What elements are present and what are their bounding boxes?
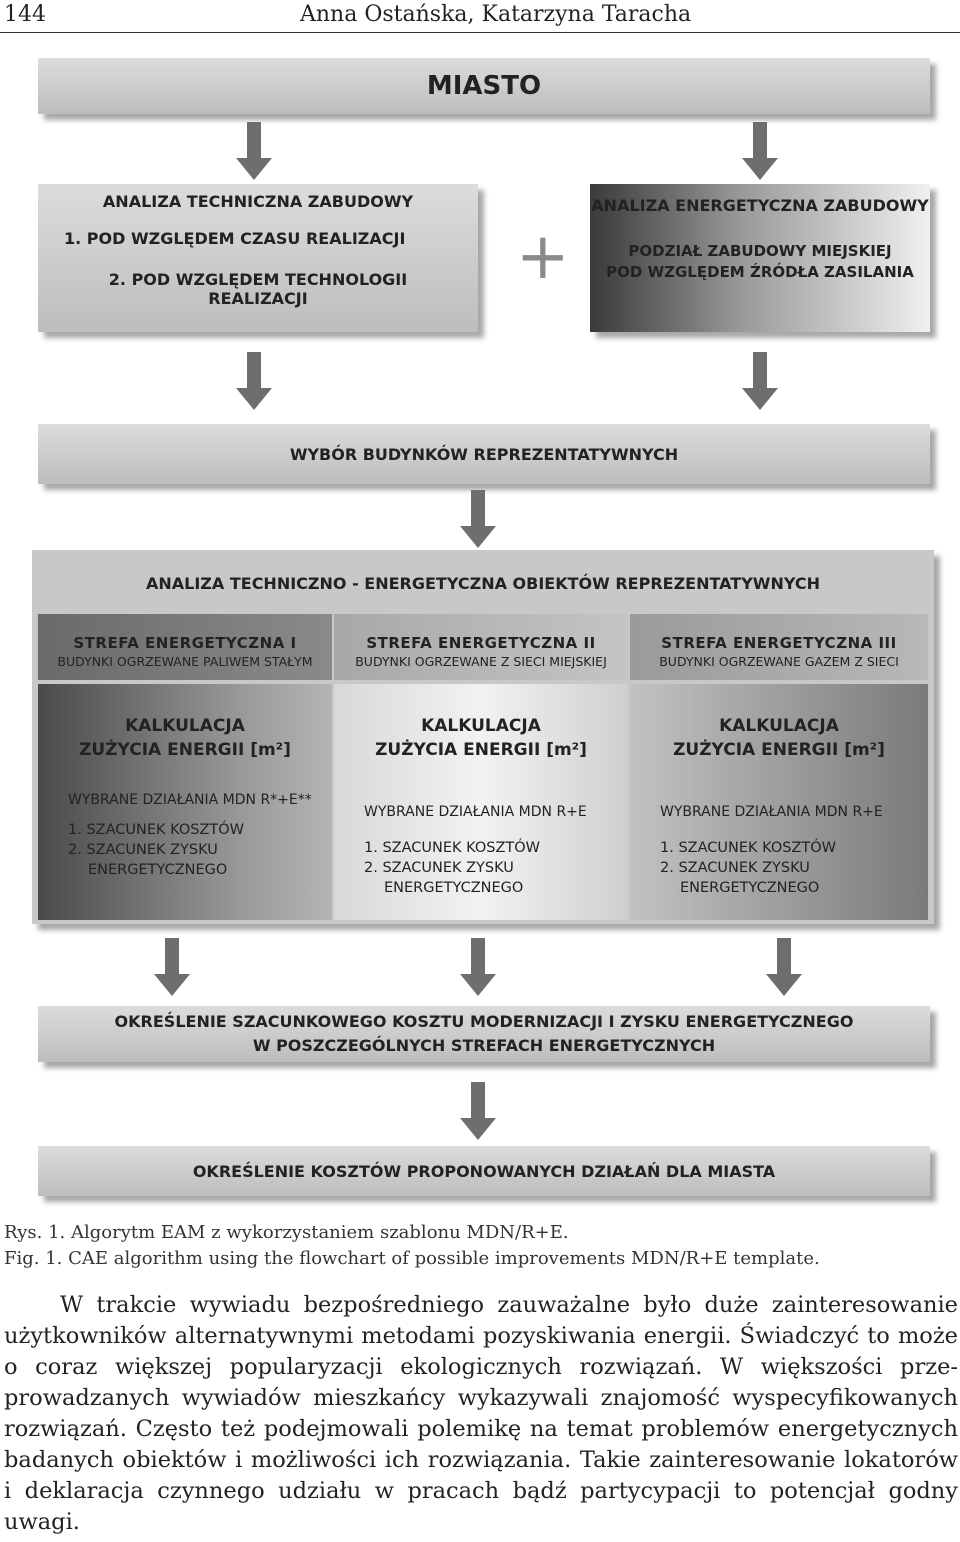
figure-caption-pl: Rys. 1. Algorytm EAM z wykorzystaniem sz… <box>4 1222 569 1243</box>
zone-desc: BUDYNKI OGRZEWANE PALIWEM STAŁYM <box>57 654 313 669</box>
arrow-down-icon <box>766 938 802 996</box>
zone-item: ENERGETYCZNEGO <box>680 880 820 896</box>
box-analiza-techniczna: ANALIZA TECHNICZNA ZABUDOWY 1. POD WZGLĘ… <box>38 184 478 332</box>
zone-items: 1. SZACUNEK KOSZTÓW 2. SZACUNEK ZYSKU EN… <box>68 820 332 880</box>
zone-item: 1. SZACUNEK KOSZTÓW <box>68 822 244 838</box>
zone-actions: WYBRANE DZIAŁANIA MDN R+E <box>660 804 883 820</box>
page-number: 144 <box>4 2 46 27</box>
zone-body-1: KALKULACJA ZUŻYCIA ENERGII [m²] WYBRANE … <box>38 684 332 920</box>
arrow-down-icon <box>460 490 496 548</box>
box-analiza-energetyczna-title: ANALIZA ENERGETYCZNA ZABUDOWY <box>591 196 929 215</box>
box-wybor-budynkow-label: WYBÓR BUDYNKÓW REPREZENTATYWNYCH <box>289 444 679 464</box>
box-okreslenie-kosztu-line: OKREŚLENIE SZACUNKOWEGO KOSZTU MODERNIZA… <box>114 1012 854 1031</box>
zone-items: 1. SZACUNEK KOSZTÓW 2. SZACUNEK ZYSKU EN… <box>364 838 628 898</box>
zone-calc: ZUŻYCIA ENERGII [m²] <box>375 740 587 760</box>
page-header: 144 Anna Ostańska, Katarzyna Taracha <box>0 0 960 33</box>
arrow-down-icon <box>742 122 778 180</box>
body-paragraph-text: W trakcie wywiadu bezpośredniego zauważa… <box>4 1292 958 1535</box>
zone-item: 1. SZACUNEK KOSZTÓW <box>364 840 540 856</box>
running-head-authors: Anna Ostańska, Katarzyna Taracha <box>300 2 692 27</box>
figure-caption-en: Fig. 1. CAE algorithm using the flowchar… <box>4 1248 820 1269</box>
arrow-down-icon <box>742 352 778 410</box>
box-okreslenie-kosztu: OKREŚLENIE SZACUNKOWEGO KOSZTU MODERNIZA… <box>38 1006 930 1062</box>
zone-header-2: STREFA ENERGETYCZNA II BUDYNKI OGRZEWANE… <box>334 614 628 680</box>
arrow-down-icon <box>460 938 496 996</box>
zone-name: STREFA ENERGETYCZNA III <box>661 634 897 652</box>
plus-sign: + <box>516 220 570 294</box>
zone-calc: KALKULACJA <box>719 716 839 736</box>
zone-body-2: KALKULACJA ZUŻYCIA ENERGII [m²] WYBRANE … <box>334 684 628 920</box>
box-wybor-budynkow: WYBÓR BUDYNKÓW REPREZENTATYWNYCH <box>38 424 930 484</box>
zone-name: STREFA ENERGETYCZNA I <box>73 634 297 652</box>
arrow-down-icon <box>460 1082 496 1140</box>
zone-item: ENERGETYCZNEGO <box>384 880 524 896</box>
zone-name: STREFA ENERGETYCZNA II <box>366 634 596 652</box>
box-analiza-obiektow: ANALIZA TECHNICZNO - ENERGETYCZNA OBIEKT… <box>32 550 934 924</box>
zone-actions: WYBRANE DZIAŁANIA MDN R+E <box>364 804 587 820</box>
body-paragraph: W trakcie wywiadu bezpośredniego zauważa… <box>4 1290 958 1538</box>
zone-calc: ZUŻYCIA ENERGII [m²] <box>673 740 885 760</box>
zone-desc: BUDYNKI OGRZEWANE Z SIECI MIEJSKIEJ <box>355 654 607 669</box>
box-okreslenie-kosztu-line: W POSZCZEGÓLNYCH STREFACH ENERGETYCZNYCH <box>252 1036 716 1055</box>
box-miasto: MIASTO <box>38 58 930 114</box>
zone-item: 2. SZACUNEK ZYSKU <box>364 860 514 876</box>
box-analiza-techniczna-title: ANALIZA TECHNICZNA ZABUDOWY <box>102 192 414 211</box>
box-okreslenie-kosztow-dla-miasta: OKREŚLENIE KOSZTÓW PROPONOWANYCH DZIAŁAŃ… <box>38 1146 930 1196</box>
arrow-down-icon <box>236 352 272 410</box>
box-analiza-techniczna-item: 2. POD WZGLĘDEM TECHNOLOGII REALIZACJI <box>108 270 408 308</box>
zone-calc: KALKULACJA <box>421 716 541 736</box>
box-analiza-techniczna-item: 1. POD WZGLĘDEM CZASU REALIZACJI <box>64 229 406 248</box>
zone-body-3: KALKULACJA ZUŻYCIA ENERGII [m²] WYBRANE … <box>630 684 928 920</box>
box-okreslenie-kosztow-label: OKREŚLENIE KOSZTÓW PROPONOWANYCH DZIAŁAŃ… <box>192 1161 776 1181</box>
box-analiza-energetyczna: ANALIZA ENERGETYCZNA ZABUDOWY PODZIAŁ ZA… <box>590 184 930 332</box>
box-miasto-label: MIASTO <box>426 71 542 101</box>
box-analiza-obiektow-title: ANALIZA TECHNICZNO - ENERGETYCZNA OBIEKT… <box>145 574 820 593</box>
zone-item: ENERGETYCZNEGO <box>88 862 228 878</box>
zone-calc: ZUŻYCIA ENERGII [m²] <box>79 740 291 760</box>
zone-header-3: STREFA ENERGETYCZNA III BUDYNKI OGRZEWAN… <box>630 614 928 680</box>
zone-desc: BUDYNKI OGRZEWANE GAZEM Z SIECI <box>659 654 899 669</box>
zone-calc: KALKULACJA <box>125 716 245 736</box>
zone-actions: WYBRANE DZIAŁANIA MDN R*+E** <box>68 792 312 808</box>
zone-header-1: STREFA ENERGETYCZNA I BUDYNKI OGRZEWANE … <box>38 614 332 680</box>
box-analiza-energetyczna-sub: PODZIAŁ ZABUDOWY MIEJSKIEJ <box>628 242 892 260</box>
zone-item: 2. SZACUNEK ZYSKU <box>68 842 218 858</box>
zone-item: 1. SZACUNEK KOSZTÓW <box>660 840 836 856</box>
arrow-down-icon <box>236 122 272 180</box>
zone-items: 1. SZACUNEK KOSZTÓW 2. SZACUNEK ZYSKU EN… <box>660 838 928 898</box>
zone-item: 2. SZACUNEK ZYSKU <box>660 860 810 876</box>
arrow-down-icon <box>154 938 190 996</box>
box-analiza-energetyczna-sub: POD WZGLĘDEM ŹRÓDŁA ZASILANIA <box>606 263 914 281</box>
